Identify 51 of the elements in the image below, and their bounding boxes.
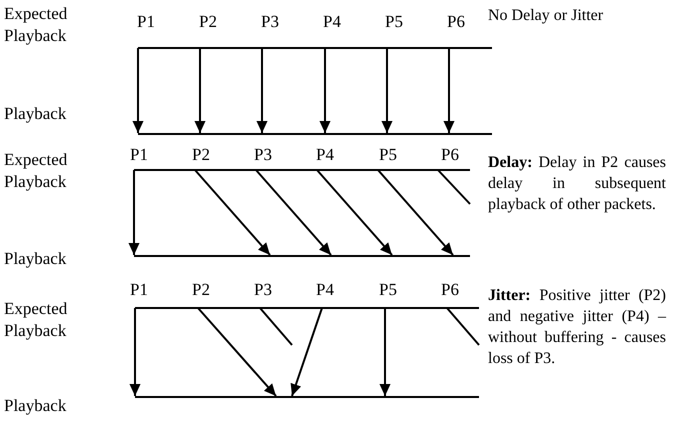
packet-label: P2 <box>192 145 210 165</box>
arrow <box>194 48 206 133</box>
arrow <box>381 48 393 133</box>
arrow <box>377 169 454 256</box>
timeline-label: Playback <box>4 103 68 125</box>
timeline-label: Expected Playback <box>4 3 68 47</box>
explanation-note: No Delay or Jitter <box>488 6 604 26</box>
packet-label: P3 <box>261 12 279 32</box>
timeline-bar <box>135 307 479 309</box>
arrow <box>194 169 271 256</box>
packet-label: P4 <box>323 12 341 32</box>
timeline-bar <box>135 396 479 398</box>
timeline-label: Expected Playback <box>4 298 68 342</box>
arrow <box>443 48 455 133</box>
packet-label: P4 <box>316 145 334 165</box>
arrow <box>316 169 393 256</box>
packet-label: P4 <box>316 280 334 300</box>
line <box>259 307 293 346</box>
arrow <box>197 307 277 397</box>
timeline-label: Playback <box>4 248 68 270</box>
packet-label: P3 <box>254 280 272 300</box>
arrow <box>290 308 323 396</box>
packet-label: P6 <box>441 280 459 300</box>
packet-label: P1 <box>137 12 155 32</box>
arrow <box>129 308 141 396</box>
timeline-bar <box>138 133 492 135</box>
timeline-bar <box>134 169 470 171</box>
packet-label: P1 <box>130 280 148 300</box>
packet-label: P6 <box>441 145 459 165</box>
packet-label: P6 <box>447 12 465 32</box>
packet-label: P5 <box>379 280 397 300</box>
arrow <box>256 48 268 133</box>
packet-label: P5 <box>385 12 403 32</box>
timeline-label: Expected Playback <box>4 149 68 193</box>
arrow <box>379 308 391 396</box>
packet-label: P2 <box>199 12 217 32</box>
packet-label: P3 <box>254 145 272 165</box>
packet-label: P2 <box>192 280 210 300</box>
timeline-label: Playback <box>4 395 68 417</box>
arrow <box>132 48 144 133</box>
packet-label: P5 <box>379 145 397 165</box>
packet-label: P1 <box>130 145 148 165</box>
arrow <box>128 170 140 255</box>
arrow <box>255 169 332 256</box>
line <box>446 307 480 346</box>
explanation-note: Delay: Delay in P2 causes delay in subsequent playback of other packets. <box>488 153 666 215</box>
timeline-bar <box>138 47 492 49</box>
arrow <box>319 48 331 133</box>
explanation-note: Jitter: Positive jitter (P2) and negative jitter (P4) – without buffering - causes loss of P3. <box>488 286 666 369</box>
timeline-bar <box>134 255 470 257</box>
line <box>437 169 471 205</box>
